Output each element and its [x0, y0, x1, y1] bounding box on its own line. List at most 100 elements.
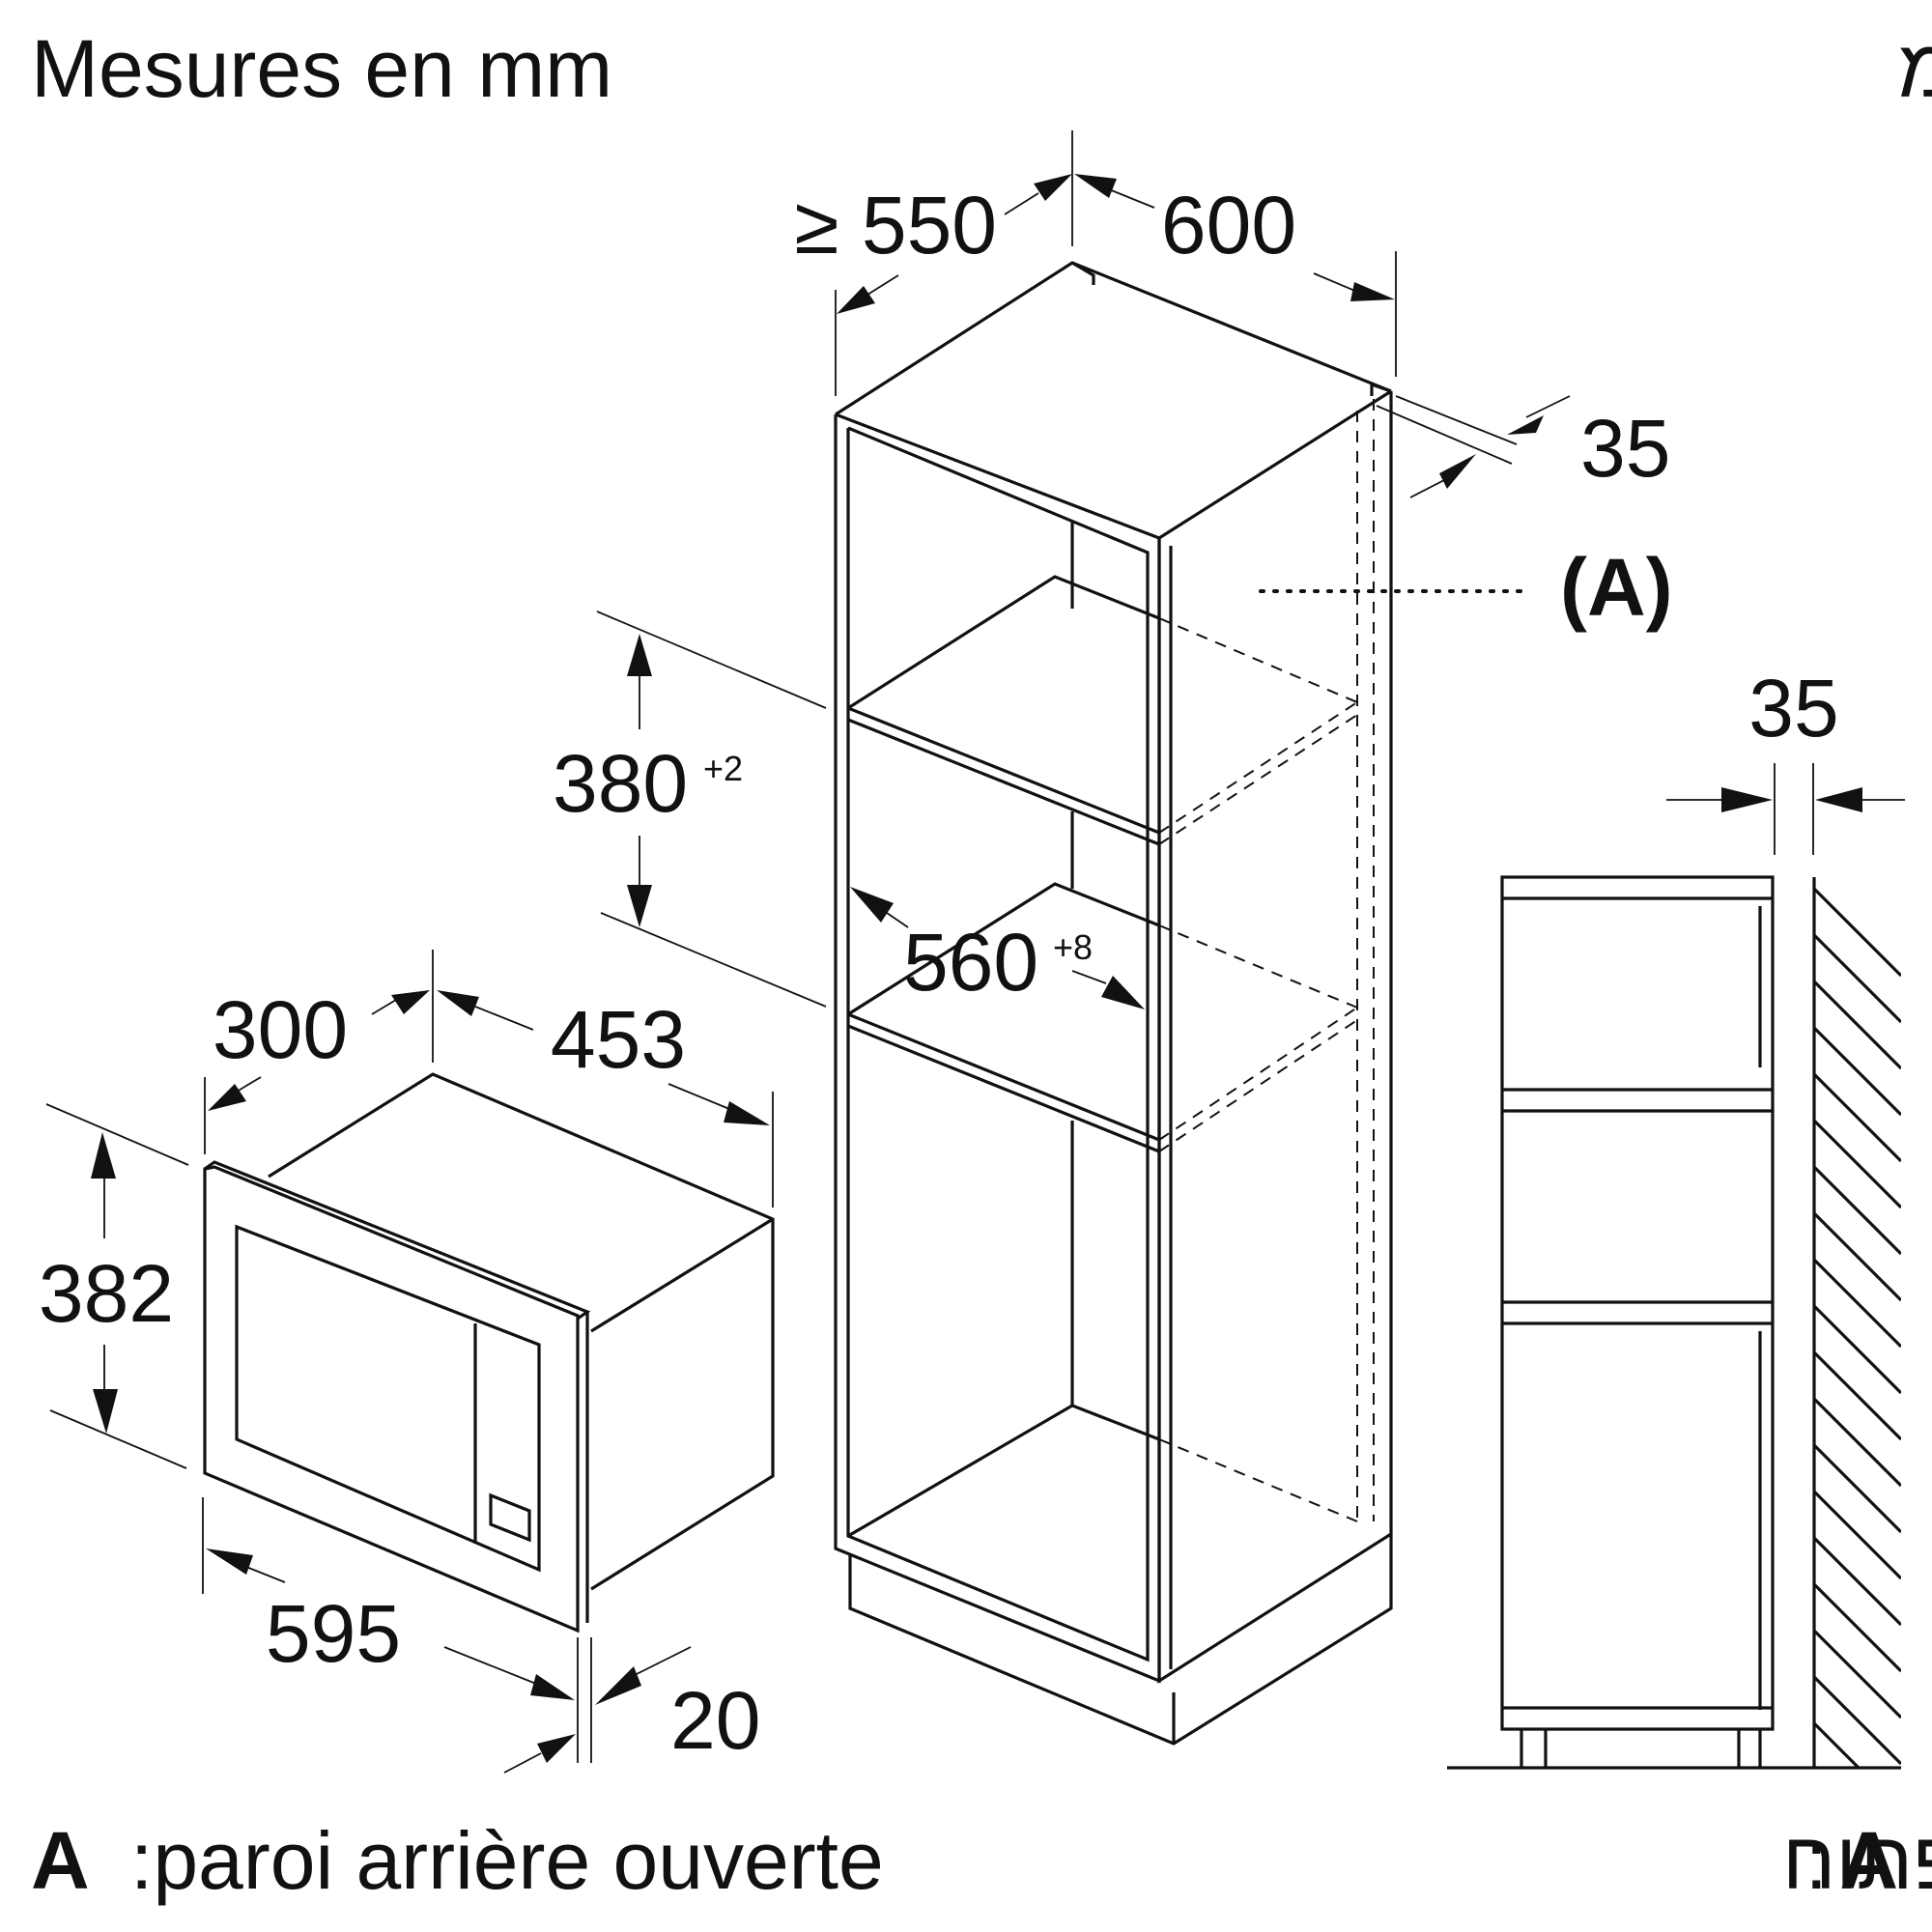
hidden-shelf-upper-edge	[1158, 617, 1358, 703]
section-upper-compartment	[1502, 896, 1773, 1113]
section-cabinet-legs	[1520, 1729, 1762, 1768]
ext-line-mw-top	[45, 1103, 189, 1166]
label-frame-thickness: 20	[670, 1675, 760, 1766]
dim-niche-width-arrow-left	[850, 887, 894, 923]
ext-line-niche-top	[596, 611, 827, 709]
shelf-upper-back	[847, 575, 1160, 710]
ext-line-rear-gap-inner	[1376, 405, 1513, 465]
dim-mw-height-arrow-top	[91, 1132, 116, 1179]
dim-depth-line-upper	[1004, 192, 1039, 215]
dim-niche-width-line-right	[1071, 970, 1107, 984]
dim-mw-front-arrow-right	[530, 1674, 575, 1700]
dim-mw-depth-arrow-upper	[391, 990, 430, 1014]
label-cabinet-width: 600	[1161, 180, 1296, 270]
dim-mw-front-line-left	[245, 1566, 286, 1583]
dim-rear-gap-arrow-top	[1507, 415, 1544, 435]
dim-niche-height-arrow-top	[627, 634, 652, 676]
side-section-view: 35	[1447, 663, 1905, 1770]
dim-mw-body-line-right	[668, 1083, 730, 1110]
label-rear-gap: 35	[1580, 403, 1670, 494]
cabinet-front-left-frame	[834, 414, 1161, 1684]
microwave-front-frame	[203, 1165, 580, 1634]
cabinet-top-notch-right	[1370, 382, 1392, 396]
microwave-appliance	[203, 1072, 775, 1634]
dim-niche-height-arrow-bottom	[627, 885, 652, 927]
microwave-body	[268, 1072, 775, 1591]
label-side-gap: 35	[1748, 663, 1838, 753]
shelf-lower-back	[847, 882, 1160, 1016]
microwave-door-button	[489, 1492, 531, 1543]
label-callout-a: (A)	[1560, 542, 1673, 633]
dim-mw-height-arrow-bottom	[93, 1389, 118, 1434]
hidden-shelf-upper-side	[1158, 701, 1358, 845]
footer-key-letter-he: A	[1839, 1815, 1898, 1906]
hidden-shelf-lower-side	[1158, 1007, 1358, 1152]
dim-mw-front-arrow-left	[206, 1548, 253, 1575]
microwave-door-outer	[235, 1224, 541, 1573]
dim-frame-arrow-lower	[537, 1734, 576, 1763]
dim-mw-front-line-right	[443, 1646, 537, 1685]
footer-colon-he: :	[1805, 1815, 1828, 1906]
dim-width-line-left	[1108, 188, 1155, 209]
microwave-dimensions: 300 453 382 595 20	[39, 950, 774, 1774]
dim-depth-arrow-upper	[1034, 174, 1072, 201]
cabinet-dimensions: ≥ 550 600 35 (A) 380 +2 560 +8	[553, 130, 1673, 1009]
label-niche-width: 560	[903, 917, 1038, 1008]
cabinet-top-front-edge	[835, 389, 1392, 540]
label-mw-front-width: 595	[266, 1588, 401, 1679]
tall-cabinet	[834, 261, 1393, 1746]
dim-depth-arrow-lower	[837, 286, 875, 314]
ext-line-rear-gap-outer	[1395, 395, 1518, 445]
dim-mw-depth-line-lower	[236, 1076, 262, 1093]
cabinet-top-notch	[1071, 261, 1095, 285]
shelf-lower-front	[847, 1012, 1160, 1153]
cabinet-plinth	[848, 1534, 1393, 1746]
dim-rear-gap-line-bottom	[1409, 479, 1445, 498]
cabinet-top-back-edge	[835, 261, 1392, 416]
dim-width-arrow-right	[1350, 282, 1395, 301]
dim-mw-body-line-left	[474, 1006, 534, 1031]
label-mw-height: 382	[39, 1248, 174, 1339]
dim-depth-line-lower	[867, 274, 899, 296]
label-niche-height: 380	[553, 738, 688, 829]
footer-note-french: :paroi arrière ouverte	[130, 1815, 884, 1906]
cabinet-front-inner-frame	[846, 426, 1150, 1662]
shelf-upper-front	[847, 706, 1160, 846]
label-niche-width-tolerance: +8	[1053, 927, 1093, 967]
dim-mw-depth-line-upper	[371, 999, 397, 1015]
footer-note-hebrew: לוח אחורי פתוח	[1782, 1815, 1932, 1906]
dim-rear-gap-arrow-bottom	[1439, 454, 1476, 489]
section-cabinet-outline	[1500, 875, 1775, 1731]
dim-frame-line-lower	[503, 1752, 542, 1774]
label-mw-body-width: 453	[551, 994, 686, 1085]
dim-mw-body-arrow-left	[437, 990, 479, 1016]
ext-line-niche-bottom	[600, 912, 827, 1008]
dim-side-gap-arrow-right	[1815, 787, 1862, 812]
microwave-frame-top-edge	[204, 1160, 591, 1321]
footer-key-letter-fr: A	[31, 1815, 90, 1906]
dim-mw-depth-arrow-lower	[208, 1084, 246, 1111]
section-lower-compartment	[1502, 1300, 1773, 1710]
dim-width-arrow-left	[1074, 174, 1117, 198]
dim-rear-gap-line-top	[1525, 395, 1571, 418]
dim-width-line-right	[1313, 272, 1358, 293]
dim-niche-width-arrow-right	[1101, 976, 1145, 1009]
title-hebrew: מידות במ"מ	[1898, 23, 1932, 114]
label-mw-depth: 300	[213, 984, 348, 1075]
dim-niche-width-line-left	[886, 912, 909, 928]
microwave-body-top-front	[590, 1217, 774, 1333]
wall-hatching	[1814, 887, 1901, 1768]
ext-line-mw-bottom	[49, 1409, 187, 1469]
dim-frame-line-upper	[632, 1646, 692, 1677]
hidden-floor-edge	[1158, 1438, 1358, 1522]
dim-mw-body-arrow-right	[724, 1101, 770, 1125]
hidden-shelf-lower-edge	[1158, 924, 1358, 1009]
title-french: Mesures en mm	[31, 23, 612, 114]
cabinet-right-side	[1157, 391, 1393, 1684]
dim-frame-arrow-upper	[595, 1666, 641, 1705]
label-cabinet-depth: ≥ 550	[794, 180, 997, 270]
cabinet-floor-back	[847, 1404, 1160, 1538]
dim-side-gap-arrow-left	[1721, 787, 1773, 812]
